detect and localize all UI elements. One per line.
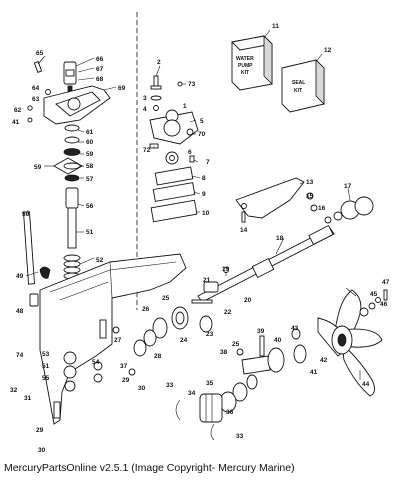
callout-50: 50 xyxy=(22,211,30,218)
bearing-carrier-parts xyxy=(175,328,307,441)
callout-23: 23 xyxy=(206,331,214,338)
seal-kit-box[interactable]: SEAL KIT xyxy=(281,59,325,113)
gear-housing xyxy=(39,253,187,425)
callout-18: 18 xyxy=(276,235,284,242)
callout-7: 7 xyxy=(206,159,210,166)
callout-46: 46 xyxy=(380,301,388,308)
callout-36: 36 xyxy=(226,409,234,416)
seal-kit-line-1: SEAL xyxy=(292,80,305,86)
propeller-shaft xyxy=(191,224,335,304)
water-pump-kit-line-3: KIT xyxy=(241,70,249,76)
callout-69: 69 xyxy=(118,85,126,92)
callout-6: 6 xyxy=(188,149,192,156)
callout-67: 67 xyxy=(96,66,104,73)
callout-44: 44 xyxy=(362,381,370,388)
callout-68: 68 xyxy=(96,76,104,83)
callout-14: 14 xyxy=(240,227,248,234)
callout-49: 49 xyxy=(16,273,24,280)
callout-57: 57 xyxy=(86,176,94,183)
callout-43: 43 xyxy=(291,325,299,332)
callout-59: 59 xyxy=(86,151,94,158)
callout-24: 24 xyxy=(180,337,188,344)
callout-32: 32 xyxy=(10,387,18,394)
callout-30b: 30 xyxy=(38,447,46,454)
callout-9: 9 xyxy=(202,191,206,198)
exploded-parts-diagram: WATER PUMP KIT 11 SEAL KIT 12 xyxy=(10,12,390,454)
callout-73: 73 xyxy=(188,81,196,88)
callout-labels: 65 66 67 68 64 63 69 62 41 61 60 59 58 5… xyxy=(10,50,390,454)
callout-28: 28 xyxy=(154,353,162,360)
callout-58: 58 xyxy=(86,163,94,170)
callout-30: 30 xyxy=(138,385,146,392)
drive-shaft-pump-parts xyxy=(23,61,111,307)
callout-47: 47 xyxy=(382,279,390,286)
callout-25b: 25 xyxy=(232,341,240,348)
callout-21: 21 xyxy=(203,277,211,284)
callout-12: 12 xyxy=(324,47,332,54)
callout-20: 20 xyxy=(244,297,252,304)
callout-72: 72 xyxy=(143,147,151,154)
callout-39: 39 xyxy=(257,328,265,335)
callout-17: 17 xyxy=(344,183,352,190)
callout-29b: 29 xyxy=(36,427,44,434)
callout-59b: 59 xyxy=(34,164,42,171)
forward-gear-parts xyxy=(99,306,213,376)
callout-2: 2 xyxy=(157,59,161,66)
callout-26: 26 xyxy=(142,306,150,313)
callout-63: 63 xyxy=(32,96,40,103)
callout-74: 74 xyxy=(16,352,24,359)
callout-41b: 41 xyxy=(310,369,318,376)
callout-29: 29 xyxy=(122,377,130,384)
callout-13: 13 xyxy=(306,179,314,186)
water-pump-kit-line-2: PUMP xyxy=(238,63,253,69)
callout-19: 19 xyxy=(222,266,230,273)
callout-5: 5 xyxy=(200,118,204,125)
callout-31: 31 xyxy=(24,395,32,402)
callout-15: 15 xyxy=(306,193,314,200)
water-pump-parts xyxy=(149,75,199,223)
callout-55: 55 xyxy=(42,375,50,382)
callout-70: 70 xyxy=(198,131,206,138)
callout-45: 45 xyxy=(370,291,378,298)
callout-41: 41 xyxy=(12,119,20,126)
callout-4: 4 xyxy=(143,106,147,113)
callout-52: 52 xyxy=(96,257,104,264)
callout-35: 35 xyxy=(206,380,214,387)
callout-60: 60 xyxy=(86,139,94,146)
callout-61: 61 xyxy=(86,129,94,136)
callout-1: 1 xyxy=(183,103,187,110)
callout-10: 10 xyxy=(202,210,210,217)
callout-33b: 33 xyxy=(236,433,244,440)
callout-22: 22 xyxy=(224,309,232,316)
callout-40: 40 xyxy=(274,337,282,344)
image-copyright-caption: MercuryPartsOnline v2.5.1 (Image Copyrig… xyxy=(4,462,295,474)
shift-linkage xyxy=(235,177,374,224)
callout-54: 54 xyxy=(92,359,100,366)
water-pump-kit-box[interactable]: WATER PUMP KIT xyxy=(231,35,273,91)
callout-37: 37 xyxy=(120,363,128,370)
callout-56: 56 xyxy=(86,203,94,210)
callout-8: 8 xyxy=(202,175,206,182)
callout-64: 64 xyxy=(32,85,40,92)
callout-48: 48 xyxy=(16,308,24,315)
seal-kit-line-2: KIT xyxy=(294,88,302,94)
callout-53: 53 xyxy=(42,351,50,358)
callout-66: 66 xyxy=(96,56,104,63)
callout-25: 25 xyxy=(162,295,170,302)
callout-27: 27 xyxy=(114,337,122,344)
callout-62: 62 xyxy=(14,107,22,114)
propeller[interactable] xyxy=(317,289,388,397)
callout-38: 38 xyxy=(220,349,228,356)
callout-42: 42 xyxy=(320,357,328,364)
callout-3: 3 xyxy=(143,95,147,102)
callout-33: 33 xyxy=(166,382,174,389)
callout-65: 65 xyxy=(36,50,44,57)
callout-34: 34 xyxy=(188,390,196,397)
callout-51: 51 xyxy=(86,229,94,236)
callout-16: 16 xyxy=(318,205,326,212)
callout-11: 11 xyxy=(272,23,279,30)
water-pump-kit-line-1: WATER xyxy=(236,56,254,62)
callout-51b: 51 xyxy=(42,363,50,370)
